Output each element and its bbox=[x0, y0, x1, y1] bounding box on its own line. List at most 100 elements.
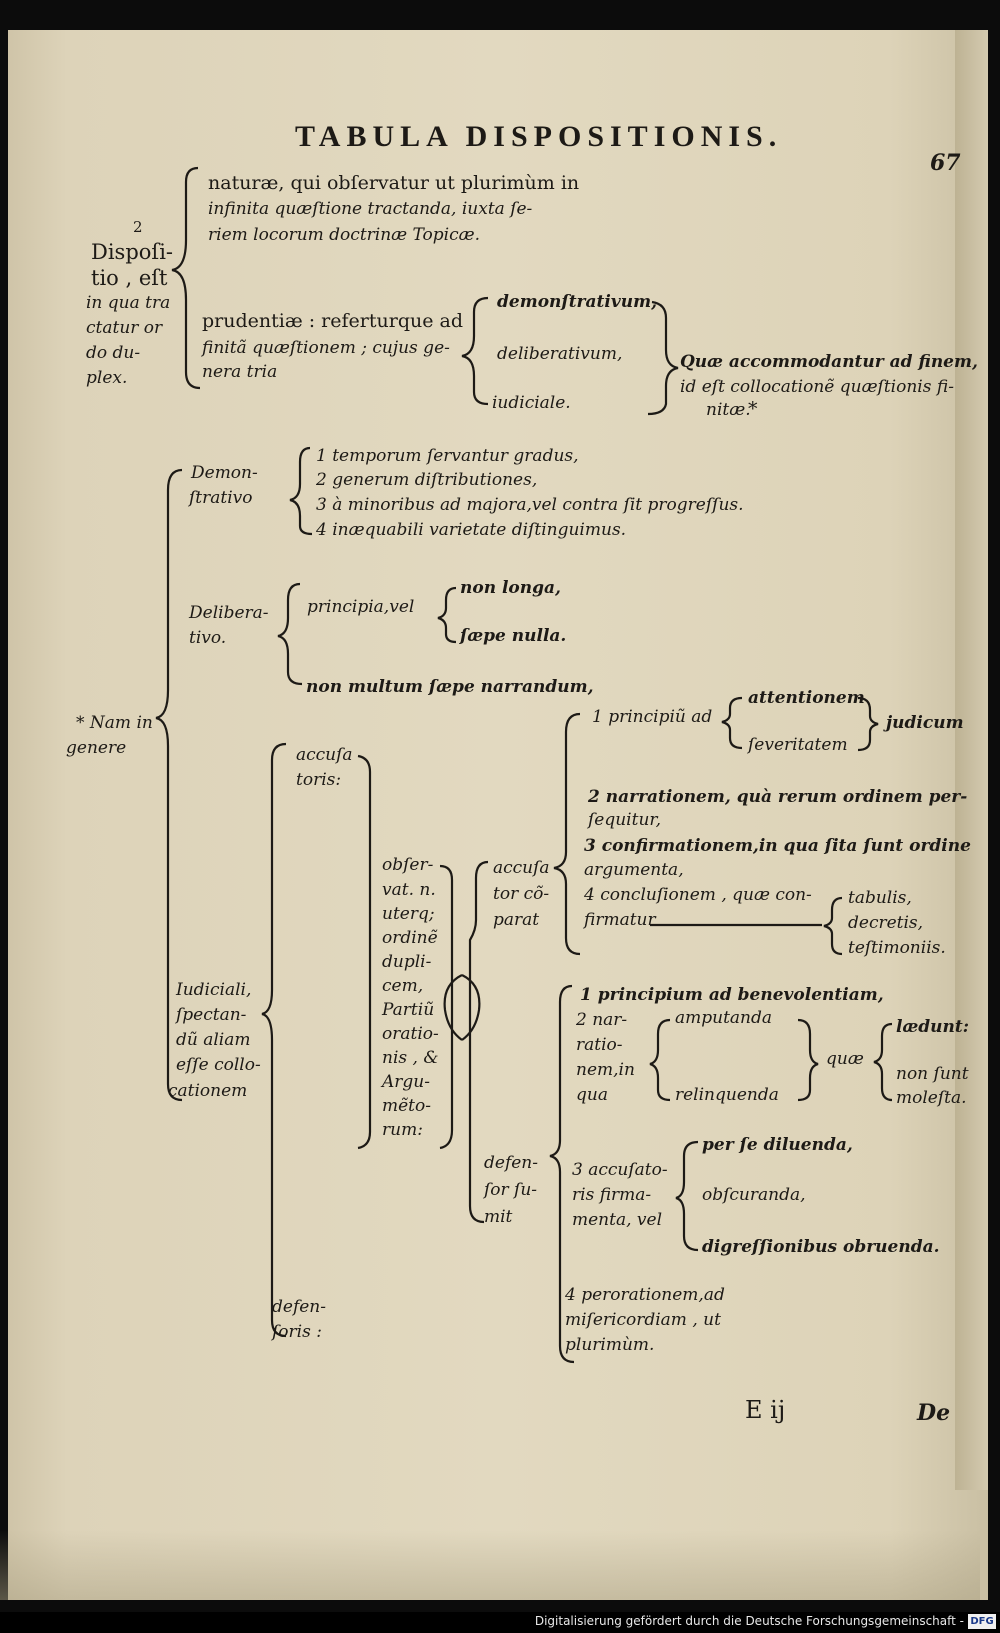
observat-7: Partiũ bbox=[382, 1000, 435, 1020]
demonstrativo-item-3: 3 à minoribus ad majora,vel contra ſit p… bbox=[316, 495, 744, 515]
iudiciali-label-5: cationem bbox=[168, 1081, 248, 1101]
demonstrativo-item-2: 2 generum diſtributiones, bbox=[316, 470, 538, 490]
observat-3: uterq; bbox=[382, 904, 435, 924]
observat-4: ordinẽ bbox=[382, 928, 438, 948]
root-dispositio-3: in qua tra bbox=[86, 293, 171, 313]
observat-6: cem, bbox=[382, 976, 424, 996]
root-dispositio-6: plex. bbox=[86, 368, 128, 388]
conclusio-testimoniis: teſtimoniis. bbox=[848, 938, 946, 958]
demonstrativo-label-1: Demon- bbox=[191, 463, 258, 483]
def-narr-1: 2 nar- bbox=[576, 1010, 628, 1030]
iudiciali-label-2: ſpectan- bbox=[176, 1005, 247, 1025]
section-number: 2 bbox=[133, 218, 143, 236]
def-firm-2: ris firma- bbox=[572, 1185, 652, 1205]
accusatoris-2: toris: bbox=[296, 770, 342, 790]
narr-quae: quæ bbox=[826, 1049, 864, 1069]
principia-saepe-nulla: ſæpe nulla. bbox=[460, 626, 567, 646]
signature-mark: E ij bbox=[745, 1396, 786, 1424]
naturae-line-3: riem locorum doctrinæ Topicæ. bbox=[208, 225, 481, 245]
acc-confirmationem-1: 3 confirmationem,in qua ſita ſunt ordine bbox=[584, 836, 971, 856]
demonstrativo-item-1: 1 temporum ſervantur gradus, bbox=[316, 446, 579, 466]
acc-judicum: judicum bbox=[886, 713, 964, 733]
observat-8: oratio- bbox=[382, 1024, 439, 1044]
def-firm-1: 3 accuſato- bbox=[572, 1160, 668, 1180]
principia-non-longa: non longa, bbox=[460, 578, 561, 598]
page-stain bbox=[0, 1530, 980, 1600]
defensoris-2: ſoris : bbox=[272, 1322, 322, 1342]
page-number: 67 bbox=[930, 150, 961, 176]
prudentiae-line-3: nera tria bbox=[202, 362, 278, 382]
accusator-comparat-1: accuſa bbox=[493, 858, 550, 878]
asterisk-mark: * bbox=[748, 398, 758, 420]
accusator-comparat-3: parat bbox=[493, 910, 540, 930]
observat-2: vat. n. bbox=[382, 880, 436, 900]
observat-9: nis , & bbox=[382, 1048, 439, 1068]
root-dispositio-1: Dispoſi- bbox=[91, 240, 174, 264]
naturae-line-2: infinita quæſtione tractanda, iuxta ſe- bbox=[208, 199, 533, 219]
acc-principium: 1 principiũ ad bbox=[592, 707, 713, 727]
acc-severitatem: ſeveritatem bbox=[748, 735, 848, 755]
dfg-logo: DFG bbox=[968, 1614, 996, 1629]
firm-per-se-diluenda: per ſe diluenda, bbox=[702, 1135, 853, 1155]
defensor-sumit-2: ſor ſu- bbox=[484, 1180, 538, 1200]
firm-digressionibus: digreſſionibus obruenda. bbox=[702, 1237, 940, 1257]
observat-10: Argu- bbox=[382, 1072, 430, 1092]
quae-line-3: nitæ. bbox=[706, 400, 751, 420]
quae-line-1: Quæ accommodantur ad finem, bbox=[680, 352, 978, 372]
def-narr-4: qua bbox=[576, 1085, 608, 1105]
acc-conclusionem-1: 4 concluſionem , quæ con- bbox=[584, 885, 812, 905]
page-edge bbox=[955, 30, 988, 1490]
observat-5: dupli- bbox=[382, 952, 432, 972]
def-peroratio-3: plurimùm. bbox=[565, 1335, 655, 1355]
narr-non-sunt: non ſunt bbox=[896, 1064, 969, 1084]
deliberativo-label-1: Delibera- bbox=[189, 603, 269, 623]
catchword: De bbox=[917, 1400, 951, 1426]
defensor-sumit-1: defen- bbox=[484, 1153, 538, 1173]
accusator-comparat-2: tor cõ- bbox=[493, 884, 550, 904]
prudentiae-line-1: prudentiæ : referturque ad bbox=[202, 310, 463, 332]
observat-12: rum: bbox=[382, 1120, 423, 1140]
iudiciali-label-3: dũ aliam bbox=[176, 1030, 251, 1050]
narr-molesta: moleſta. bbox=[896, 1088, 967, 1108]
def-peroratio-1: 4 perorationem,ad bbox=[565, 1285, 725, 1305]
footer-credit: Digitalisierung gefördert durch die Deut… bbox=[534, 1614, 964, 1628]
observat-1: obſer- bbox=[382, 855, 434, 875]
demonstrativo-label-2: ſtrativo bbox=[189, 488, 253, 508]
acc-conclusionem-2: firmatur bbox=[584, 910, 656, 930]
conclusio-tabulis: tabulis, bbox=[848, 888, 912, 908]
root-nam-in: * Nam in bbox=[76, 713, 153, 733]
narr-laedunt: lædunt: bbox=[896, 1017, 970, 1037]
principia-vel: principia,vel bbox=[307, 597, 415, 617]
genus-iudiciale: iudiciale. bbox=[492, 393, 571, 413]
acc-attentionem: attentionem bbox=[748, 688, 865, 708]
acc-narrationem-2: ſequitur, bbox=[588, 810, 662, 830]
defensoris-1: defen- bbox=[272, 1297, 326, 1317]
acc-confirmationem-2: argumenta, bbox=[584, 860, 684, 880]
def-narr-2: ratio- bbox=[576, 1035, 623, 1055]
narr-amputanda: amputanda bbox=[675, 1008, 773, 1028]
defensor-sumit-3: mit bbox=[484, 1207, 513, 1227]
prudentiae-line-2: finitã quæſtionem ; cujus ge- bbox=[202, 338, 450, 358]
observat-11: mẽto- bbox=[382, 1096, 431, 1116]
root-dispositio-4: ctatur or bbox=[86, 318, 163, 338]
demonstrativo-item-4: 4 inæquabili varietate diſtinguimus. bbox=[316, 520, 627, 540]
accusatoris-1: accuſa bbox=[296, 745, 353, 765]
conclusio-decretis: decretis, bbox=[848, 913, 924, 933]
iudiciali-label-4: eſſe collo- bbox=[176, 1055, 261, 1075]
footer-bar bbox=[0, 1612, 1000, 1633]
naturae-line-1: naturæ, qui obſervatur ut plurimùm in bbox=[208, 172, 580, 194]
root-genere: genere bbox=[66, 738, 127, 758]
def-peroratio-2: miſericordiam , ut bbox=[565, 1310, 721, 1330]
non-multum-narrandum: non multum ſæpe narrandum, bbox=[306, 677, 594, 697]
firm-obscuranda: obſcuranda, bbox=[702, 1185, 806, 1205]
genus-demonstrativum: demonſtrativum, bbox=[497, 292, 657, 312]
page-title: TABULA DISPOSITIONIS. bbox=[295, 120, 783, 153]
iudiciali-label-1: Iudiciali, bbox=[176, 980, 252, 1000]
def-narr-3: nem,in bbox=[576, 1060, 635, 1080]
narr-relinquenda: relinquenda bbox=[675, 1085, 779, 1105]
root-dispositio-5: do du- bbox=[86, 343, 141, 363]
def-firm-3: menta, vel bbox=[572, 1210, 663, 1230]
acc-narrationem-1: 2 narrationem, quà rerum ordinem per- bbox=[588, 787, 968, 807]
quae-line-2: id eſt collocationẽ quæſtionis fi- bbox=[680, 377, 954, 397]
genus-deliberativum: deliberativum, bbox=[497, 344, 623, 364]
